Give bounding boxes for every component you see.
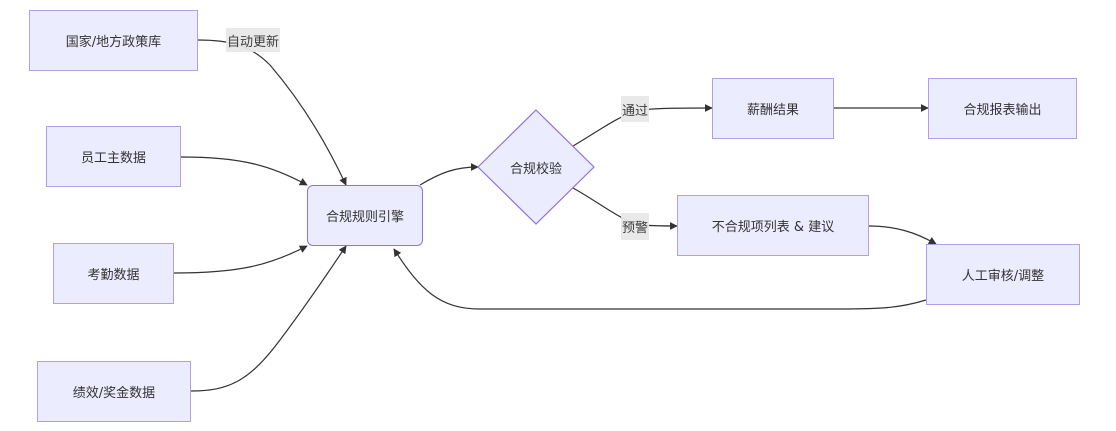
node-manual-review[interactable]: 人工审核/调整 [926,244,1080,305]
node-rule-engine-label: 合规规则引擎 [325,210,404,225]
node-payroll-result-label: 薪酬结果 [746,103,799,118]
node-policy-db-label: 国家/地方政策库 [65,35,162,50]
node-employee-master-label: 员工主数据 [80,151,146,166]
edge-label-pass-text: 通过 [621,103,648,119]
edge-noncompliance-to-review [868,225,937,245]
node-policy-db[interactable]: 国家/地方政策库 [29,10,198,71]
node-compliance-report[interactable]: 合规报表输出 [928,78,1077,139]
edge-attendance-to-engine [173,245,308,274]
node-compliance-check[interactable]: 合规校验 [478,152,594,182]
edge-label-warning-text: 预警 [621,221,648,236]
edge-label-pass: 通过 [621,96,649,122]
node-manual-review-label: 人工审核/调整 [961,269,1045,284]
edge-engine-to-check [419,163,479,186]
node-rule-engine[interactable]: 合规规则引擎 [307,185,423,246]
edge-performance-to-engine [190,245,347,392]
edge-label-auto-update: 自动更新 [226,28,280,52]
edge-review-to-engine [393,248,927,310]
node-attendance-label: 考勤数据 [87,268,140,283]
node-performance-bonus[interactable]: 绩效/奖金数据 [37,361,191,422]
edge-employee-to-engine [180,156,308,186]
node-performance-bonus-label: 绩效/奖金数据 [72,386,156,401]
diamond-compliance-check-shape [477,109,595,225]
node-compliance-report-label: 合规报表输出 [963,103,1042,118]
node-employee-master[interactable]: 员工主数据 [46,126,181,187]
node-compliance-check-label: 合规校验 [509,161,562,177]
edge-label-warning: 预警 [621,213,649,240]
node-attendance[interactable]: 考勤数据 [53,243,174,304]
edge-label-auto-update-text: 自动更新 [226,34,279,50]
node-noncompliance-list[interactable]: 不合规项列表 & 建议 [677,195,869,256]
node-noncompliance-list-label: 不合规项列表 & 建议 [711,220,835,235]
edge-policy-to-engine [197,39,347,186]
node-payroll-result[interactable]: 薪酬结果 [712,78,834,139]
